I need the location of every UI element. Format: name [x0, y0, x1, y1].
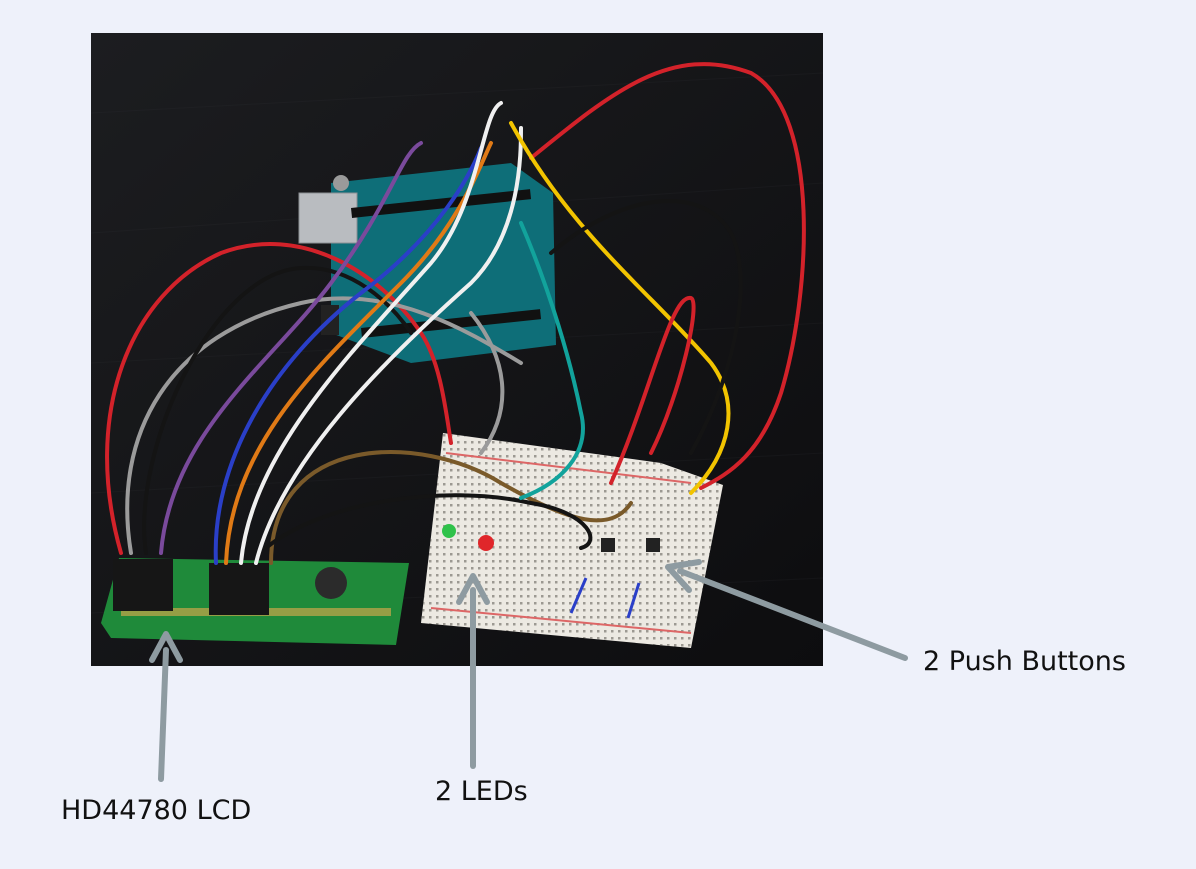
push-buttons-label: 2 Push Buttons [923, 646, 1126, 677]
red-led [478, 535, 494, 551]
circuit-photo [91, 33, 823, 666]
arrow-pointer-icon [456, 573, 490, 769]
arrow-pointer-icon [149, 631, 183, 782]
jumper-wires [105, 62, 806, 565]
breadboard-jumpers [569, 577, 641, 619]
lcd-label: HD44780 LCD [61, 795, 252, 826]
leds-label: 2 LEDs [435, 776, 528, 807]
green-led [442, 524, 456, 538]
arrow-pointer-icon [665, 559, 908, 661]
lcd-module [101, 558, 409, 645]
breadboard [421, 433, 723, 648]
